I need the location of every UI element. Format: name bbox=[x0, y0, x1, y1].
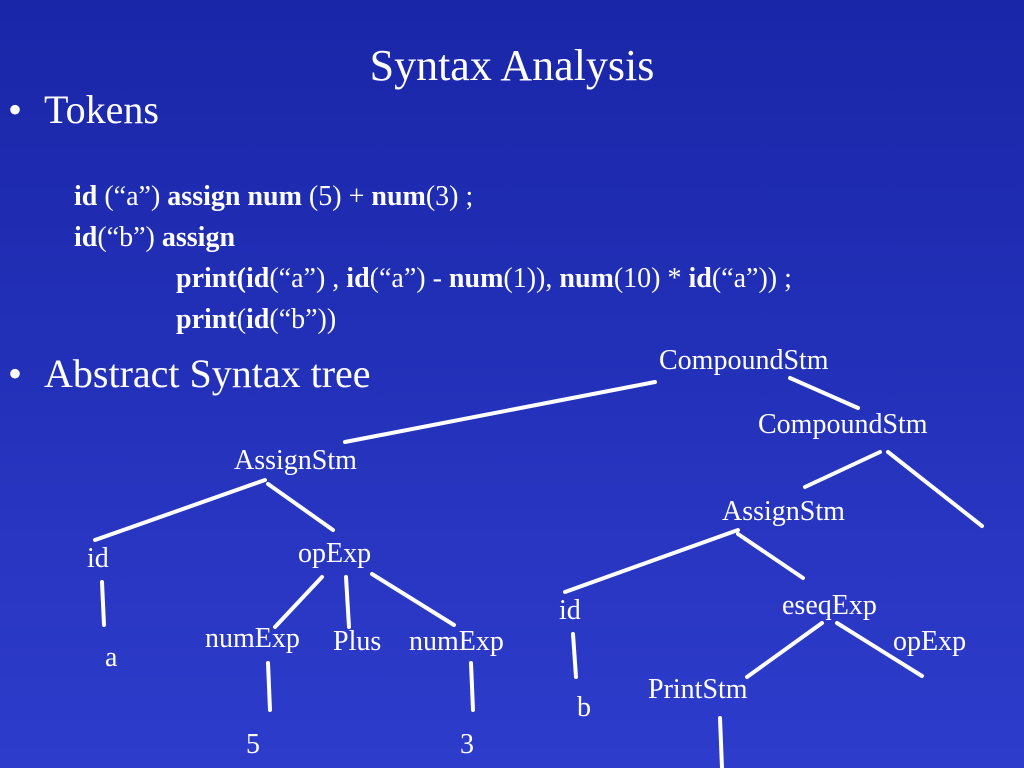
bullet-dot-icon: • bbox=[8, 351, 23, 396]
tree-leaf-5: 5 bbox=[246, 729, 260, 760]
tree-node-numexp-1: numExp bbox=[205, 623, 300, 654]
tree-leaf-a: a bbox=[105, 642, 118, 673]
edge-assign-opexp bbox=[266, 482, 335, 532]
token-text: (1)), bbox=[503, 263, 560, 294]
bullet-dot-icon: • bbox=[8, 87, 23, 132]
edge-eseq-print bbox=[745, 621, 824, 679]
token-text: (5) + bbox=[301, 181, 372, 212]
token-text: ( bbox=[236, 304, 247, 335]
tree-node-opexp-right: opExp bbox=[893, 626, 967, 657]
edge-compound-assign bbox=[803, 450, 882, 489]
token-keyword: num bbox=[559, 263, 614, 294]
tree-node-printstm: PrintStm bbox=[648, 674, 748, 705]
tree-node-eseqexp: eseqExp bbox=[782, 590, 877, 621]
token-line-2: id(“b”) assign bbox=[74, 221, 235, 255]
token-text: (“a”)) ; bbox=[711, 263, 792, 294]
token-keyword: assign num bbox=[167, 181, 302, 212]
token-text: (10) * bbox=[613, 263, 689, 294]
tree-node-id-left: id bbox=[87, 543, 109, 574]
edge-opexp-plus bbox=[344, 575, 351, 629]
token-text: (3) ; bbox=[425, 181, 474, 212]
token-text: (“b”)) bbox=[269, 304, 337, 335]
edge-opexp-numexp1 bbox=[273, 575, 324, 629]
token-keyword: num bbox=[371, 181, 426, 212]
edge-eseq-opexp bbox=[835, 621, 924, 678]
token-text: (“a”) , bbox=[269, 263, 347, 294]
bullet-tokens: • Tokens bbox=[0, 86, 159, 134]
tree-leaf-3: 3 bbox=[460, 729, 474, 760]
token-keyword: print(id bbox=[176, 263, 270, 294]
token-keyword: num bbox=[448, 263, 504, 294]
edge-numexp2-3 bbox=[469, 661, 475, 712]
token-keyword: id bbox=[688, 263, 712, 294]
token-text: (“a”) - bbox=[369, 263, 449, 294]
edge-assign-id bbox=[93, 478, 267, 542]
tree-node-plus: Plus bbox=[333, 626, 382, 657]
tree-leaf-b: b bbox=[577, 692, 591, 723]
token-keyword: id bbox=[346, 263, 370, 294]
tree-node-compoundstm-root: CompoundStm bbox=[659, 345, 829, 376]
tree-node-numexp-2: numExp bbox=[409, 626, 504, 657]
edge-assign2-id bbox=[563, 528, 740, 594]
tree-node-opexp-left: opExp bbox=[298, 538, 372, 569]
tree-node-assignstm-right: AssignStm bbox=[722, 496, 845, 527]
token-text: (“a”) bbox=[97, 181, 168, 212]
edge-compound-right bbox=[886, 450, 984, 528]
token-keyword: id bbox=[246, 304, 270, 335]
token-line-1: id (“a”) assign num (5) + num(3) ; bbox=[74, 180, 473, 214]
edge-numexp1-5 bbox=[266, 661, 272, 712]
token-keyword: print bbox=[176, 304, 237, 335]
bullet-ast-label: Abstract Syntax tree bbox=[44, 351, 371, 396]
edge-root-assign bbox=[343, 380, 657, 444]
token-text: (“b”) bbox=[97, 222, 162, 253]
edge-opexp-numexp2 bbox=[370, 572, 456, 627]
token-line-3: print(id(“a”) , id(“a”) - num(1)), num(1… bbox=[176, 262, 792, 296]
edge-id-a bbox=[100, 580, 106, 627]
token-keyword: id bbox=[74, 222, 98, 253]
bullet-ast: • Abstract Syntax tree bbox=[0, 350, 371, 398]
token-keyword: id bbox=[74, 181, 98, 212]
edge-assign2-eseq bbox=[736, 532, 805, 580]
token-line-4: print(id(“b”)) bbox=[176, 303, 336, 337]
bullet-tokens-label: Tokens bbox=[44, 87, 159, 132]
slide-title: Syntax Analysis bbox=[369, 41, 655, 90]
token-keyword: assign bbox=[161, 222, 236, 253]
edge-root-compound bbox=[788, 376, 860, 410]
tree-node-id-right: id bbox=[559, 595, 581, 626]
tree-node-assignstm-left: AssignStm bbox=[234, 445, 357, 476]
edge-print-child bbox=[718, 716, 724, 768]
tree-node-compoundstm-inner: CompoundStm bbox=[758, 409, 928, 440]
edge-id2-b bbox=[571, 632, 578, 679]
